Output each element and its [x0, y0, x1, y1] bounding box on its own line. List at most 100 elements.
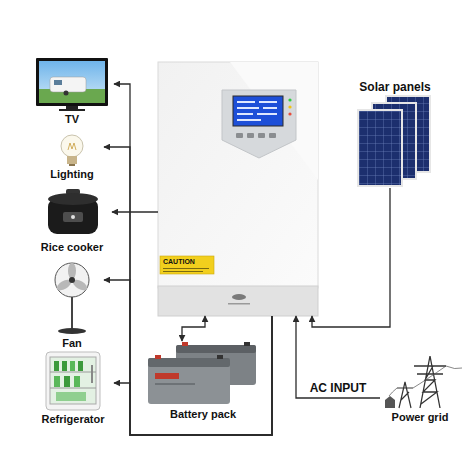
- wire-connector: [312, 188, 390, 327]
- refrigerator-icon-part: [70, 361, 75, 371]
- tv-icon-part: [54, 80, 62, 85]
- fan-icon: [55, 263, 89, 334]
- tv-icon: [36, 58, 108, 111]
- bulb-icon-part: [67, 156, 77, 164]
- refrigerator-icon-part: [74, 376, 80, 387]
- fan-icon-part: [55, 263, 89, 297]
- bulb-icon-part: [68, 143, 76, 150]
- inverter-body-part: [158, 62, 318, 288]
- wire-connector: [104, 280, 272, 435]
- appliance-node: Refrigerator: [32, 350, 114, 426]
- appliance-node: Rice cooker: [32, 186, 112, 254]
- fan-icon-part: [68, 263, 76, 279]
- power-grid-icon-part: [397, 382, 413, 408]
- storage-node: Battery pack: [146, 341, 260, 421]
- battery-icon-part: [155, 373, 179, 379]
- inverter-body-part: [257, 113, 277, 115]
- bulb-icon: [61, 135, 83, 166]
- inverter-body: [158, 62, 318, 316]
- bulb-icon-part: [61, 135, 83, 157]
- tv-icon-part: [36, 58, 108, 106]
- inverter-body-part: [288, 98, 291, 101]
- rice-cooker-icon-part: [48, 193, 98, 205]
- refrigerator-icon-part: [62, 361, 67, 371]
- tv-icon-part: [39, 61, 105, 103]
- battery-icon-part: [155, 355, 161, 359]
- inverter-body-part: [263, 107, 277, 109]
- component-label: Power grid: [392, 410, 449, 424]
- inverter-body-part: [236, 133, 243, 138]
- refrigerator-icon-part: [50, 357, 96, 404]
- wire-connector: [114, 84, 272, 435]
- fan-icon-part: [71, 297, 73, 329]
- solar-panel-icon-part: [358, 110, 402, 186]
- source-node: Power grid: [380, 348, 460, 424]
- refrigerator-icon-part: [54, 376, 60, 387]
- inverter-body-part: [237, 119, 261, 121]
- appliance-node: Fan: [40, 258, 104, 350]
- wire-connector: [112, 211, 158, 212]
- refrigerator-icon-part: [78, 361, 83, 371]
- solar-panel-icon: [358, 96, 430, 186]
- inverter-body-part: [163, 268, 209, 269]
- component-label: Rice cooker: [41, 240, 103, 254]
- inverter-body-part: [237, 107, 259, 109]
- battery-icon-part: [148, 358, 230, 367]
- inverter-body-part: [237, 113, 253, 115]
- refrigerator-icon-part: [56, 392, 86, 401]
- inverter-body-part: [228, 303, 250, 305]
- wire-connector: [296, 316, 380, 398]
- component-label: Solar panels: [359, 80, 430, 94]
- inverter-node: CAUTION: [158, 62, 318, 316]
- inverter-body-part: [258, 133, 265, 138]
- component-label: Lighting: [50, 167, 93, 181]
- inverter-body-part: [233, 96, 283, 126]
- refrigerator-icon-part: [46, 352, 100, 410]
- inverter-body-part: [288, 112, 291, 115]
- wire-connector: [114, 316, 272, 435]
- power-grid-icon-part: [389, 366, 446, 396]
- caution-label: CAUTION: [163, 258, 195, 266]
- fan-icon-part: [58, 328, 86, 334]
- battery-icon-part: [176, 345, 256, 353]
- battery-icon-part: [244, 342, 250, 346]
- tv-icon-part: [66, 106, 78, 109]
- refrigerator-icon: [46, 352, 100, 410]
- power-grid-icon-part: [417, 373, 443, 375]
- tv-icon-part: [64, 91, 69, 96]
- wire-connector: [104, 147, 272, 435]
- battery-icon: [148, 342, 256, 404]
- inverter-body-part: [288, 105, 291, 108]
- power-grid-icon-part: [385, 396, 395, 408]
- rice-cooker-icon: [48, 189, 98, 234]
- inverter-body-part: [230, 62, 318, 180]
- battery-icon-part: [217, 355, 223, 359]
- component-label: Fan: [62, 336, 82, 350]
- wire-connector: [182, 316, 205, 341]
- battery-icon-part: [148, 358, 230, 404]
- inverter-body-part: [259, 101, 277, 103]
- rice-cooker-icon-part: [71, 215, 75, 219]
- refrigerator-icon-part: [91, 365, 93, 383]
- bulb-icon-part: [69, 164, 75, 166]
- refrigerator-icon-part: [50, 372, 96, 373]
- tv-icon-part: [59, 109, 85, 111]
- appliance-node: Lighting: [40, 131, 104, 181]
- inverter-body-part: [158, 286, 318, 316]
- refrigerator-icon-part: [54, 361, 59, 371]
- inverter-body-part: [237, 101, 255, 103]
- component-label: Battery pack: [170, 407, 236, 421]
- inverter-body-part: [222, 90, 296, 158]
- inverter-body-part: [232, 294, 246, 300]
- appliance-node: TV: [30, 56, 114, 126]
- refrigerator-icon-part: [64, 376, 70, 387]
- inverter-body-part: [247, 133, 254, 138]
- power-grid-icon: [385, 356, 462, 408]
- refrigerator-icon-part: [50, 388, 96, 389]
- rice-cooker-icon-part: [63, 212, 83, 222]
- edge-label: AC INPUT: [308, 381, 369, 395]
- power-grid-icon-part: [414, 365, 446, 367]
